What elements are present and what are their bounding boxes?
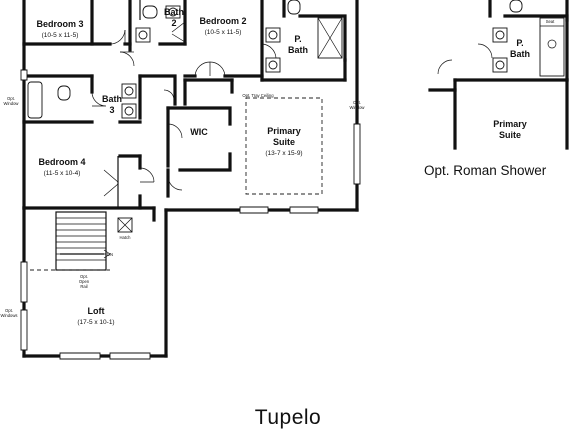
option-primary-suite-line1: Primary: [493, 119, 527, 129]
plan-title: Tupelo: [254, 406, 322, 429]
opt-window-left-line2: Window: [4, 101, 20, 106]
bedroom4-dims: (11-5 x 10-4): [44, 170, 81, 177]
opt-tray-ceiling-label: Opt. Tray Ceiling: [242, 93, 274, 98]
bedroom2-name: Bedroom 2: [199, 16, 246, 26]
wic-label: WIC: [190, 127, 208, 137]
staircase: [30, 211, 133, 271]
windows: [20, 69, 361, 360]
option-roman-shower-plan: Seat P. Bath Primary Suite Opt. Roman Sh…: [424, 0, 569, 178]
opt-window-right-line2: Window: [350, 105, 366, 110]
interior-walls: [22, 0, 347, 210]
option-fixtures: [437, 0, 565, 77]
opt-window-left-line1: Opt.: [7, 96, 15, 101]
bedroom4-name: Bedroom 4: [38, 157, 85, 167]
primary-suite-dims: (13-7 x 15-9): [265, 150, 302, 157]
option-seat-label: Seat: [546, 19, 555, 24]
bath3-label-line2: 3: [109, 105, 114, 115]
opt-windows-line2: Windows: [1, 313, 18, 318]
opt-open-rail-line2: Open: [79, 279, 90, 284]
fixtures: [27, 0, 343, 119]
option-caption: Opt. Roman Shower: [424, 163, 547, 178]
bath2-label-line2: 2: [171, 18, 176, 28]
bedroom2-dims: (10-5 x 11-5): [205, 29, 242, 36]
bath3-label-line1: Bath: [102, 94, 122, 104]
opt-window-right-line1: Opt.: [353, 100, 361, 105]
loft-dims: (17-5 x 10-1): [77, 319, 114, 326]
room-labels: Bedroom 3 (10-5 x 11-5) Bath 2 Bedroom 2…: [1, 7, 366, 326]
option-pbath-line1: P.: [516, 38, 523, 48]
primary-suite-line1: Primary: [267, 126, 301, 136]
loft-name: Loft: [88, 306, 105, 316]
bath2-label-line1: Bath: [164, 7, 184, 17]
opt-open-rail-line1: Opt.: [80, 274, 88, 279]
dn-label: DN: [107, 252, 113, 257]
primary-suite-line2: Suite: [273, 137, 295, 147]
opt-open-rail-line3: Rail: [80, 284, 87, 289]
option-primary-suite-line2: Suite: [499, 130, 521, 140]
pbath-label-line2: Bath: [288, 45, 308, 55]
bedroom3-name: Bedroom 3: [36, 19, 83, 29]
option-walls: [428, 0, 569, 150]
main-floor-plan: Bedroom 3 (10-5 x 11-5) Bath 2 Bedroom 2…: [1, 0, 366, 360]
closets: [103, 0, 186, 208]
opt-windows-line1: Opt.: [5, 308, 13, 313]
doors: [91, 29, 277, 191]
option-pbath-line2: Bath: [510, 49, 530, 59]
pbath-label-line1: P.: [294, 34, 301, 44]
tray-ceiling-outline: [245, 97, 323, 195]
hatch-label: Hatch: [120, 235, 132, 240]
bedroom3-dims: (10-5 x 11-5): [42, 32, 79, 39]
